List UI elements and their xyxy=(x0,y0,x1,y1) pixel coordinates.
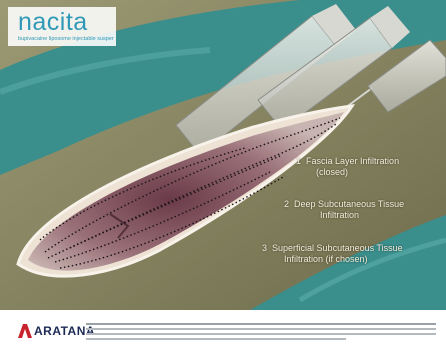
annotation-superficial-subcutaneous: 3 Superficial Subcutaneous Tissue Infilt… xyxy=(262,243,403,265)
annotation-deep-subcutaneous: 2 Deep Subcutaneous Tissue Infiltration xyxy=(284,199,404,221)
logo-wordmark: nacita xyxy=(18,8,88,37)
fine-print-line xyxy=(86,328,436,330)
footer-bar: ARATANA xyxy=(0,310,446,345)
fine-print-line xyxy=(86,323,436,325)
aratana-wordmark: ARATANA xyxy=(34,324,95,338)
annotation-fascia-layer: 1 Fascia Layer Infiltration (closed) xyxy=(296,156,399,178)
fine-print-line xyxy=(86,333,436,335)
aratana-logo-icon xyxy=(18,324,32,338)
fine-print-line xyxy=(86,338,346,340)
logo-tagline: bupivacaine liposome injectable suspensi… xyxy=(18,36,114,42)
nocita-logo: nacita bupivacaine liposome injectable s… xyxy=(8,7,116,46)
